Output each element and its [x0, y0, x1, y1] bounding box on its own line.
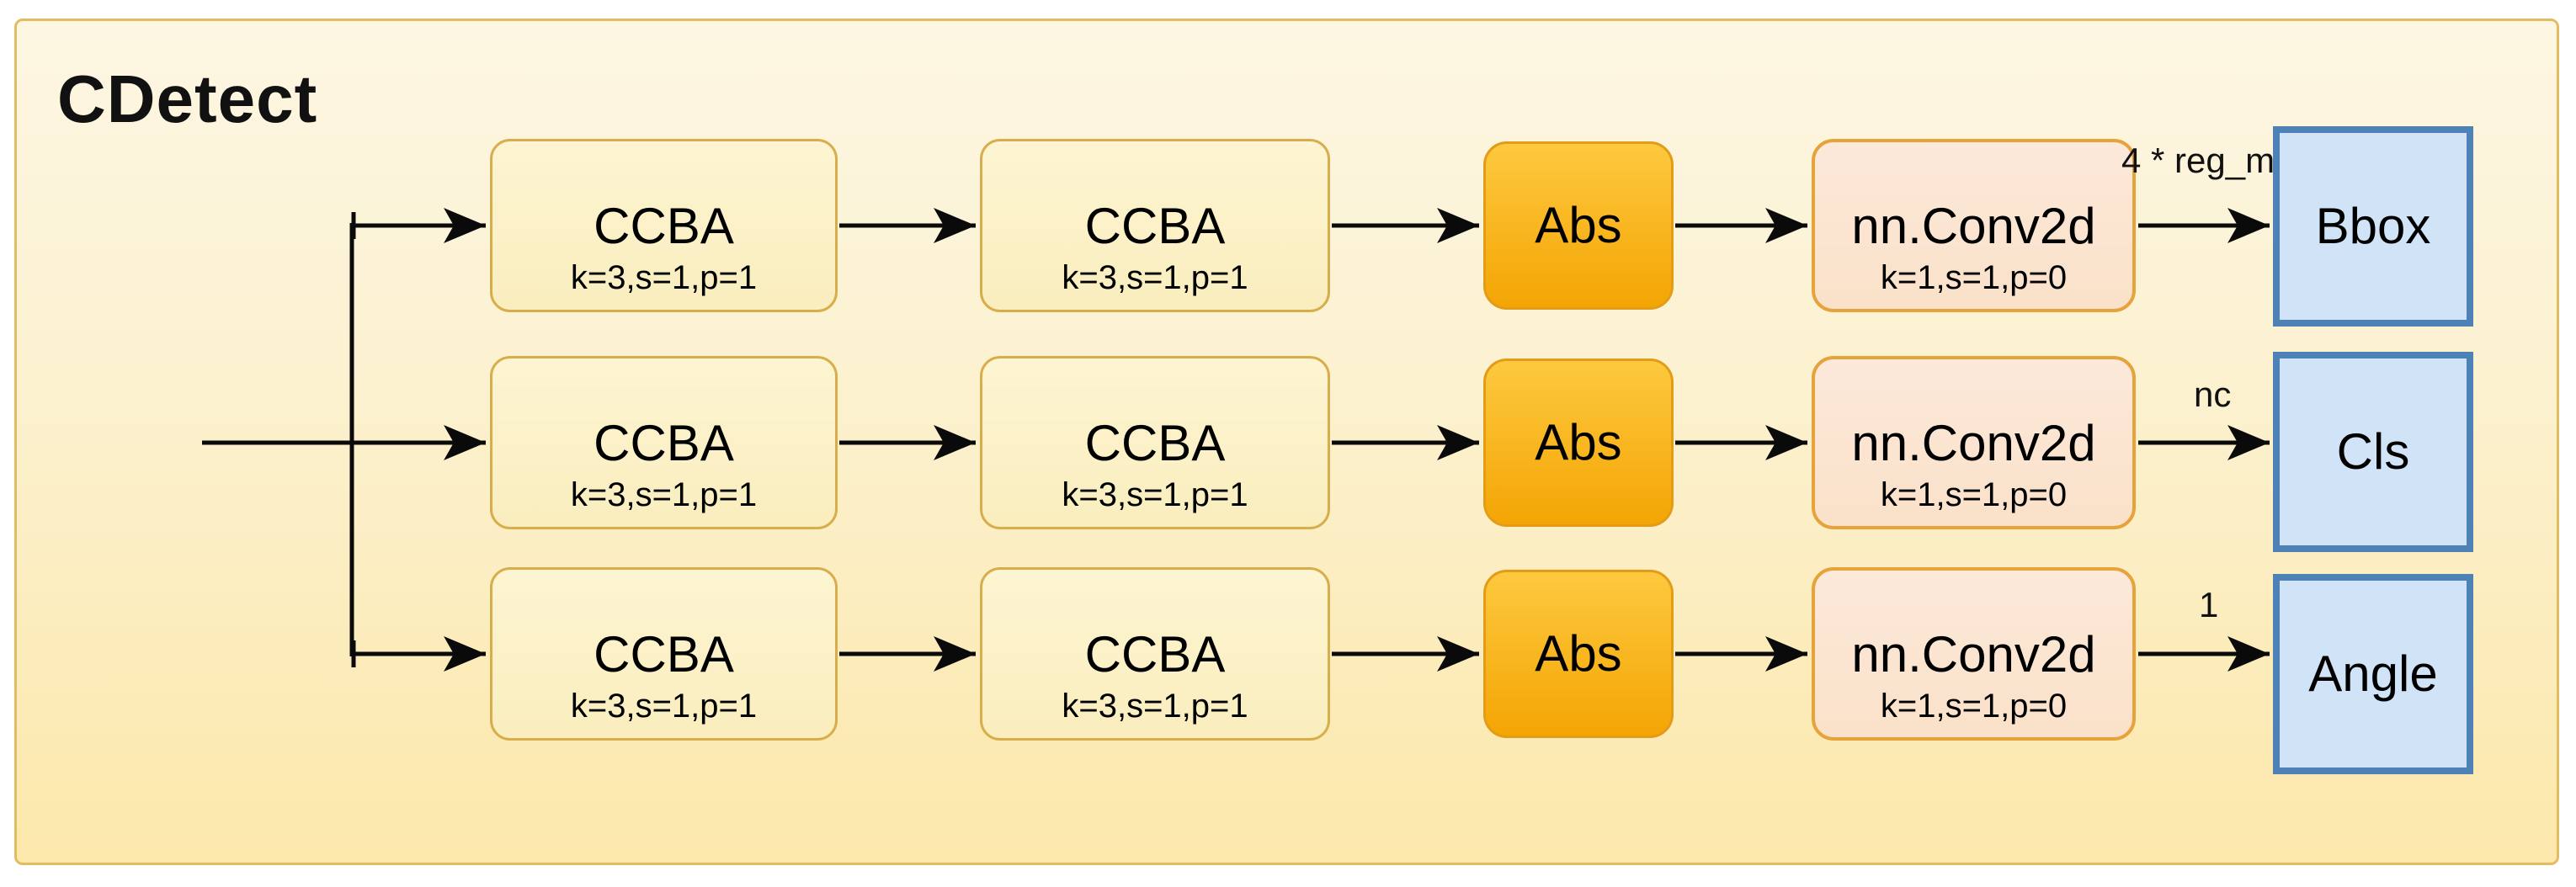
- node-params: k=1,s=1,p=0: [1880, 688, 2068, 725]
- node-conv2d-row1: nn.Conv2d k=1,s=1,p=0: [1812, 139, 2136, 312]
- node-abs-row2: Abs: [1483, 359, 1674, 527]
- node-label: Abs: [1535, 414, 1622, 470]
- node-params: k=3,s=1,p=1: [1062, 259, 1248, 296]
- output-cls: Cls: [2273, 352, 2473, 552]
- node-label: nn.Conv2d: [1851, 626, 2096, 683]
- output-label: Cls: [2336, 423, 2410, 480]
- node-label: Abs: [1535, 625, 1622, 682]
- node-conv2d-row3: nn.Conv2d k=1,s=1,p=0: [1812, 567, 2136, 741]
- node-label: CCBA: [593, 198, 734, 254]
- node-abs-row1: Abs: [1483, 141, 1674, 310]
- node-label: CCBA: [593, 626, 734, 683]
- output-arrow-label-row3: 1: [2199, 585, 2219, 624]
- node-ccba-2-row2: CCBA k=3,s=1,p=1: [980, 356, 1330, 529]
- output-arrow-label-row2: nc: [2194, 374, 2232, 414]
- node-params: k=3,s=1,p=1: [570, 259, 758, 296]
- node-params: k=1,s=1,p=0: [1880, 476, 2068, 513]
- output-bbox: Bbox: [2273, 126, 2473, 327]
- diagram-title: CDetect: [57, 61, 318, 136]
- node-abs-row3: Abs: [1483, 570, 1674, 738]
- node-label: nn.Conv2d: [1851, 198, 2096, 254]
- output-label: Bbox: [2315, 198, 2431, 254]
- node-params: k=3,s=1,p=1: [1062, 476, 1248, 513]
- node-params: k=3,s=1,p=1: [570, 476, 758, 513]
- node-label: nn.Conv2d: [1851, 415, 2096, 471]
- node-label: CCBA: [1084, 415, 1226, 471]
- node-conv2d-row2: nn.Conv2d k=1,s=1,p=0: [1812, 356, 2136, 529]
- output-angle: Angle: [2273, 574, 2473, 774]
- node-ccba-2-row1: CCBA k=3,s=1,p=1: [980, 139, 1330, 312]
- node-label: CCBA: [593, 415, 734, 471]
- node-params: k=3,s=1,p=1: [570, 688, 758, 725]
- node-ccba-1-row2: CCBA k=3,s=1,p=1: [490, 356, 838, 529]
- node-ccba-1-row1: CCBA k=3,s=1,p=1: [490, 139, 838, 312]
- output-label: Angle: [2308, 645, 2438, 702]
- node-label: CCBA: [1084, 626, 1226, 683]
- node-ccba-1-row3: CCBA k=3,s=1,p=1: [490, 567, 838, 741]
- node-label: Abs: [1535, 197, 1622, 253]
- node-ccba-2-row3: CCBA k=3,s=1,p=1: [980, 567, 1330, 741]
- node-params: k=3,s=1,p=1: [1062, 688, 1248, 725]
- node-params: k=1,s=1,p=0: [1880, 259, 2068, 296]
- node-label: CCBA: [1084, 198, 1226, 254]
